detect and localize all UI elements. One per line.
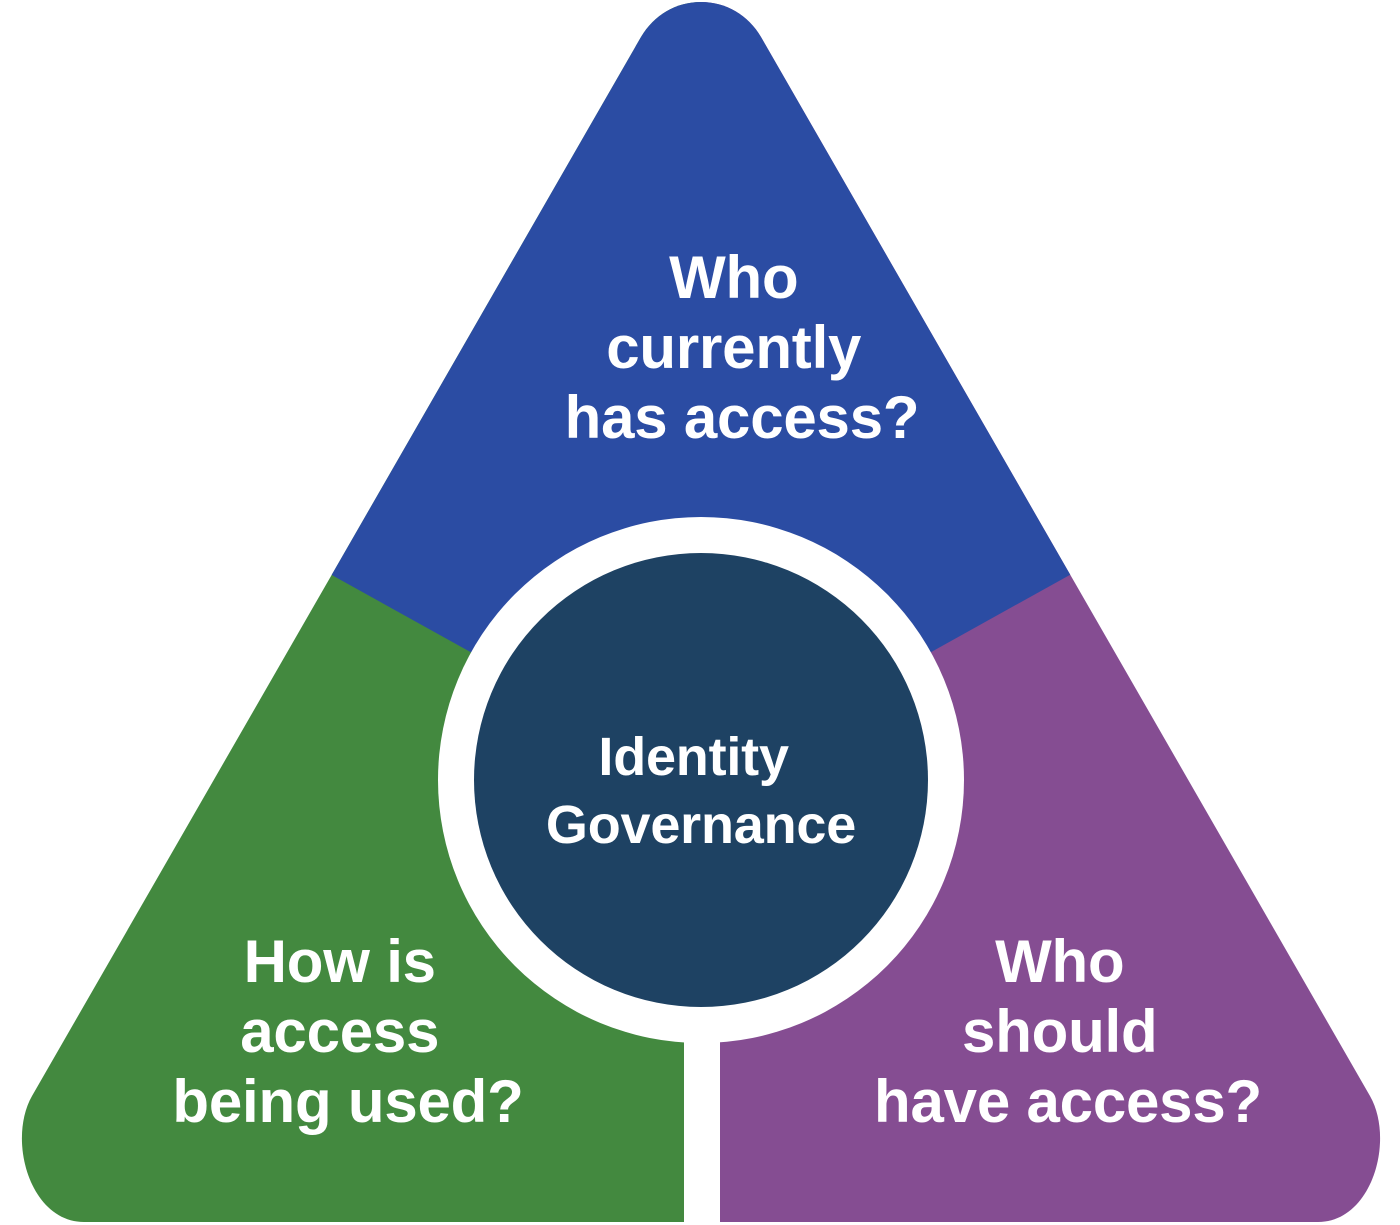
segment-left-label-line-1: How is — [244, 928, 436, 995]
segment-right-label-line-3: have access? — [874, 1068, 1262, 1135]
center-hub-label-line-2: Governance — [546, 795, 856, 855]
segment-right-shape[interactable] — [22, 2, 1381, 1222]
center-hub-label: Identity Governance — [546, 727, 856, 855]
segment-left-label: How is access being used? — [172, 928, 523, 1135]
segment-right-label-line-1: Who — [995, 928, 1124, 995]
segment-top-label-line-1: Who — [669, 244, 798, 311]
segment-top-label-line-3: has access? — [565, 384, 920, 451]
segment-left-shape[interactable] — [21, 2, 1380, 1222]
center-hub-circle[interactable] — [474, 553, 928, 1007]
segment-top-label: Who currently has access? — [565, 244, 920, 451]
center-hub-label-line-1: Identity — [598, 727, 789, 787]
segment-left-label-line-3: being used? — [172, 1068, 523, 1135]
segment-top-label-line-2: currently — [606, 314, 862, 381]
segment-right-label-line-2: should — [962, 998, 1157, 1065]
segment-left-label-line-2: access — [240, 998, 439, 1065]
segment-right-label: Who should have access? — [874, 928, 1262, 1135]
